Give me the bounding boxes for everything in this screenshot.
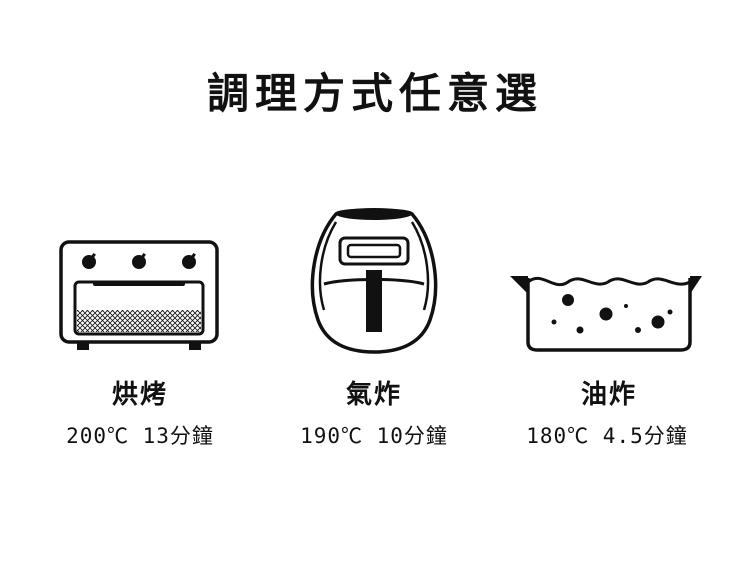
method-spec-air-fry: 190℃ 10分鐘 [300,424,448,448]
method-spec-deep-fry: 180℃ 4.5分鐘 [526,424,688,448]
deep-fry-pot-icon [510,276,702,352]
method-name-deep-fry: 油炸 [580,380,637,410]
method-name-air-fry: 氣炸 [345,380,402,410]
toaster-oven-icon [59,240,219,350]
method-name-bake: 烘烤 [111,380,168,410]
method-spec-bake: 200℃ 13分鐘 [66,424,214,448]
page-title: 調理方式任意選 [206,69,543,118]
air-fryer-icon [310,208,438,354]
